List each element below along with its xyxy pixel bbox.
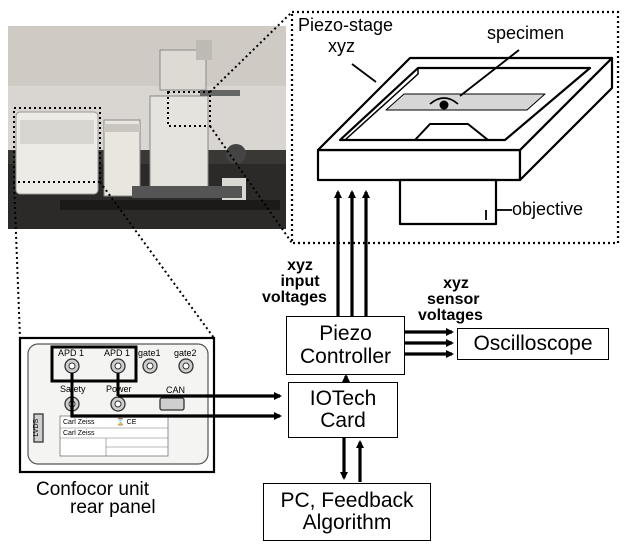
piezo-stage-drawing [316,56,614,226]
lab-photo [8,26,286,229]
pc-label-1: PC, Feedback [280,488,414,512]
piezo-controller-label-1: Piezo [319,322,372,346]
label-piezo-stage-2: xyz [328,36,355,56]
label-specimen: specimen [487,23,565,43]
label-xyz-sensor-2: sensor [427,291,480,308]
panel-label-gate1: gate1 [138,348,161,358]
photo-inset-stage [167,91,211,127]
leader-line [351,63,377,83]
connections [70,190,454,482]
piezo-controller-label-2: Controller [299,344,392,368]
label-confocor-1: Confocor unit [36,479,150,500]
panel-label-carl-zeiss-1: Carl Zeiss [63,419,95,426]
label-piezo-stage-1: Piezo-stage [298,15,394,35]
label-xyz-input-3: voltages [262,289,327,306]
leader-line [459,49,520,97]
oscilloscope-label: Oscilloscope [473,331,593,355]
panel-label-lvds: LVDS [33,418,41,437]
label-objective: objective [512,199,584,219]
pc-label-2: Algorithm [302,511,392,534]
panel-label-carl-zeiss-2: Carl Zeiss [63,430,95,437]
projection-line [209,125,293,244]
projection-line [99,181,215,339]
iotech-card-box: IOTech Card [288,382,398,438]
label-confocor-2: rear panel [70,497,156,518]
projection-line [13,181,21,339]
panel-label-can: CAN [166,385,186,395]
rear-panel-drawing [18,336,216,474]
panel-label-apd1-a: APD 1 [58,348,85,358]
projection-line [209,11,293,93]
label-xyz-sensor-1: xyz [443,275,469,292]
iotech-label-1: IOTech [309,386,377,410]
label-xyz-input-1: xyz [287,257,313,274]
label-xyz-sensor-3: voltages [418,307,483,324]
label-xyz-input-2: input [280,273,320,290]
oscilloscope-box: Oscilloscope [457,328,609,360]
panel-label-gate2: gate2 [174,348,197,358]
piezo-controller-box: Piezo Controller [286,316,405,375]
pc-feedback-box: PC, Feedback Algorithm [263,483,431,541]
panel-label-marks: ⌛ CE [116,419,137,426]
panel-label-power: Power [106,384,132,394]
panel-label-safety: Safety [60,384,86,394]
panel-label-apd1-b: APD 1 [104,348,131,358]
iotech-label-2: Card [320,409,366,432]
